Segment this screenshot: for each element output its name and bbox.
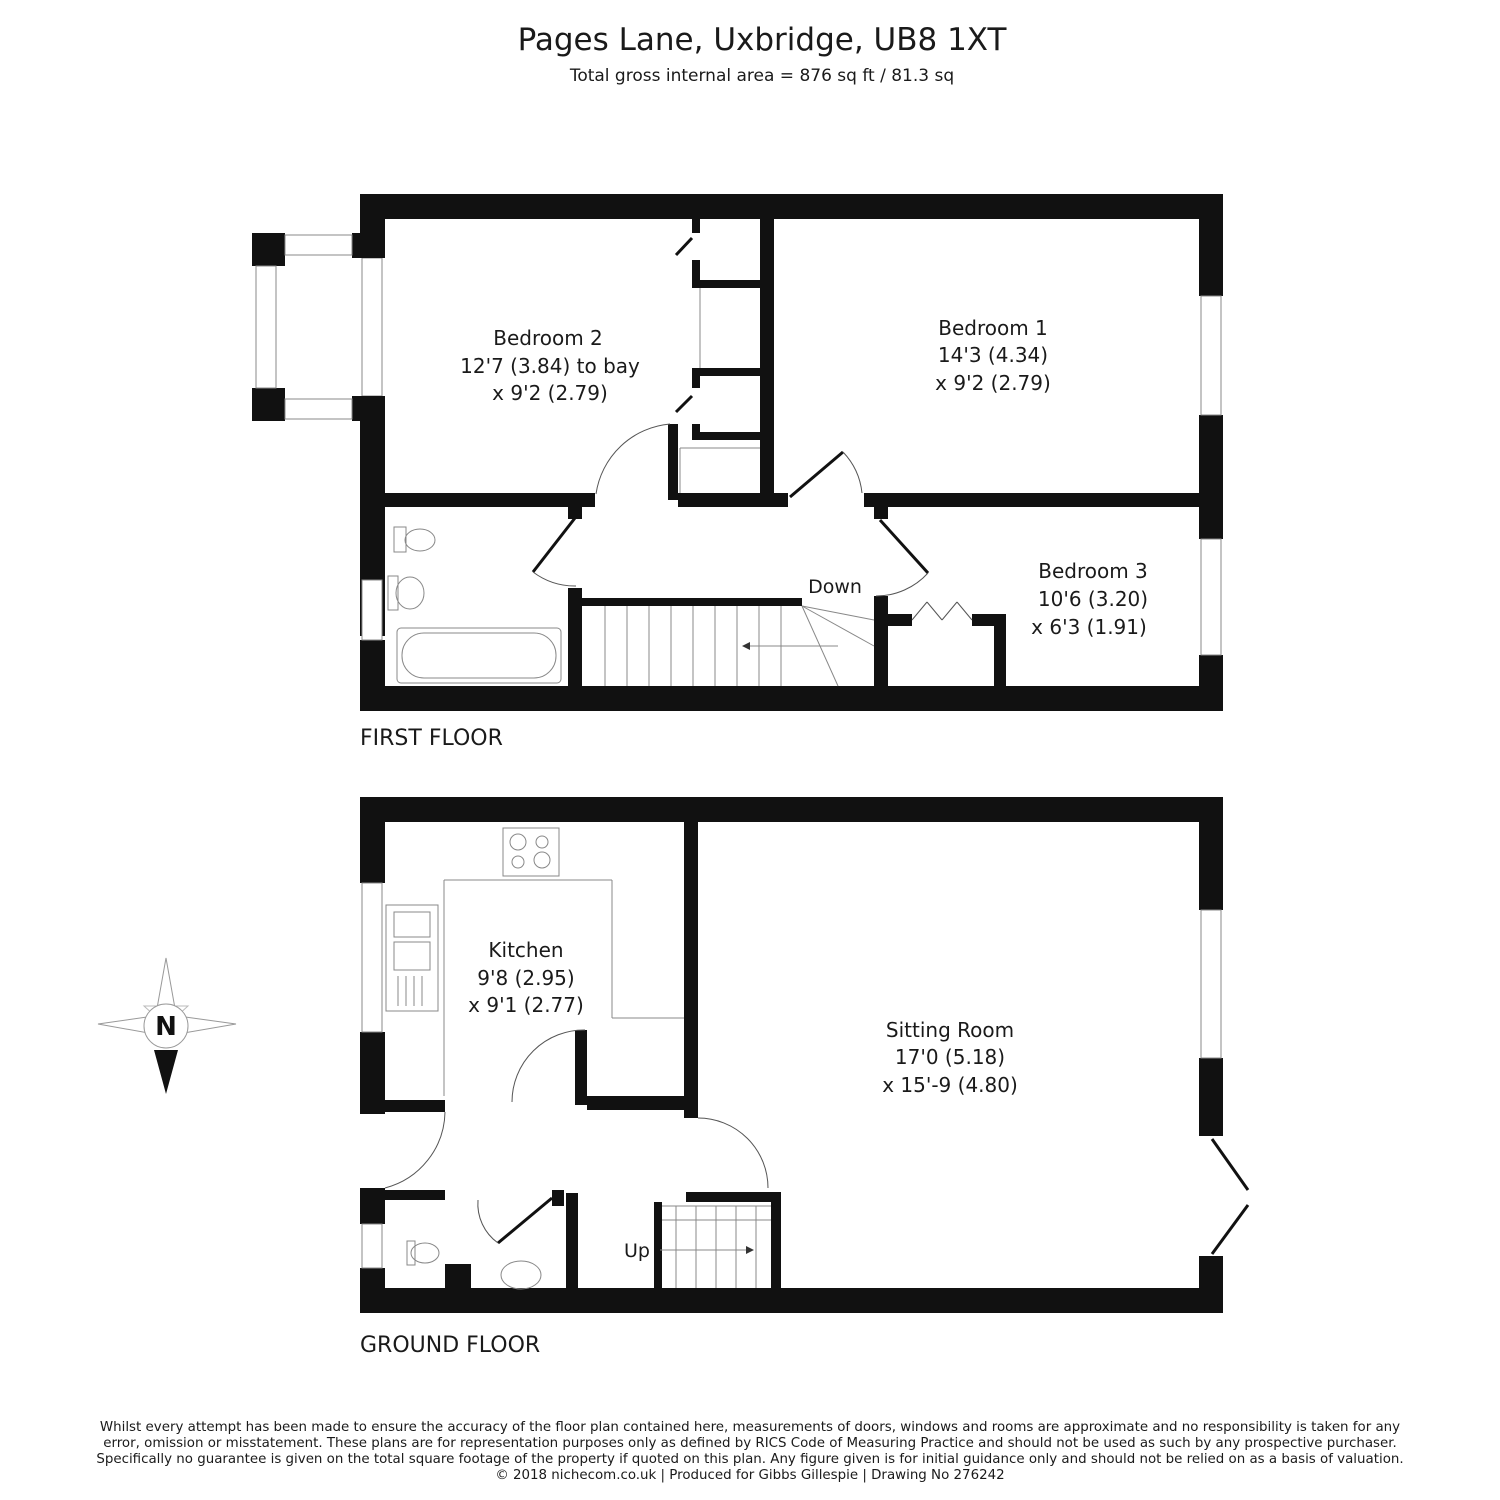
svg-text:x 6'3 (1.91): x 6'3 (1.91) [1031,615,1147,639]
svg-text:10'6 (3.20): 10'6 (3.20) [1038,587,1148,611]
svg-text:x 9'2 (2.79): x 9'2 (2.79) [492,381,608,405]
hob-icon [502,827,560,877]
plan-title: Pages Lane, Uxbridge, UB8 1XT [518,22,1008,58]
disclaimer-line-1: Whilst every attempt has been made to en… [99,1420,1401,1435]
svg-text:Sitting Room: Sitting Room [886,1018,1014,1042]
bedroom-3-label: Bedroom 3 10'6 (3.20) x 6'3 (1.91) [1031,559,1148,639]
svg-text:x 9'2 (2.79): x 9'2 (2.79) [935,371,1051,395]
svg-text:Bedroom 3: Bedroom 3 [1038,559,1148,583]
stairs-up-label: Up [624,1240,650,1262]
disclaimer-line-2: error, omission or misstatement. These p… [103,1436,1397,1451]
stairs-down-label: Down [808,576,862,598]
svg-text:14'3 (4.34): 14'3 (4.34) [938,343,1048,367]
sink-icon [385,904,439,1012]
svg-text:17'0 (5.18): 17'0 (5.18) [895,1045,1005,1069]
sitting-room-label: Sitting Room 17'0 (5.18) x 15'-9 (4.80) [882,1018,1018,1097]
toilet-icon [393,526,436,553]
bedroom-1-label: Bedroom 1 14'3 (4.34) x 9'2 (2.79) [935,316,1051,395]
bath-icon [396,627,562,684]
svg-text:x 15'-9 (4.80): x 15'-9 (4.80) [882,1073,1018,1097]
basin-icon [387,575,425,611]
svg-text:Bedroom 1: Bedroom 1 [938,316,1048,340]
svg-text:9'8 (2.95): 9'8 (2.95) [477,966,574,990]
kitchen-label: Kitchen 9'8 (2.95) x 9'1 (2.77) [468,938,584,1017]
wc-toilet-icon [406,1240,440,1266]
bedroom-2-label: Bedroom 2 12'7 (3.84) to bay x 9'2 (2.79… [460,326,640,405]
first-floor-stairs [604,605,875,687]
first-floor-plan [252,194,1223,711]
disclaimer-line-3: Specifically no guarantee is given on th… [96,1452,1404,1467]
gross-area: Total gross internal area = 876 sq ft / … [569,66,954,86]
svg-text:x 9'1 (2.77): x 9'1 (2.77) [468,993,584,1017]
svg-text:12'7 (3.84) to bay: 12'7 (3.84) to bay [460,354,640,378]
wc-basin-icon [500,1260,542,1290]
compass-north-letter: N [155,1012,177,1042]
compass-icon: N [97,957,237,1094]
copyright-line: © 2018 nichecom.co.uk | Produced for Gib… [495,1468,1005,1483]
ground-floor-plan [360,797,1250,1313]
ground-floor-label: GROUND FLOOR [360,1333,540,1358]
svg-text:Kitchen: Kitchen [488,938,563,962]
first-floor-label: FIRST FLOOR [360,726,503,751]
svg-text:Bedroom 2: Bedroom 2 [493,326,603,350]
disclaimer: Whilst every attempt has been made to en… [60,1420,1440,1484]
